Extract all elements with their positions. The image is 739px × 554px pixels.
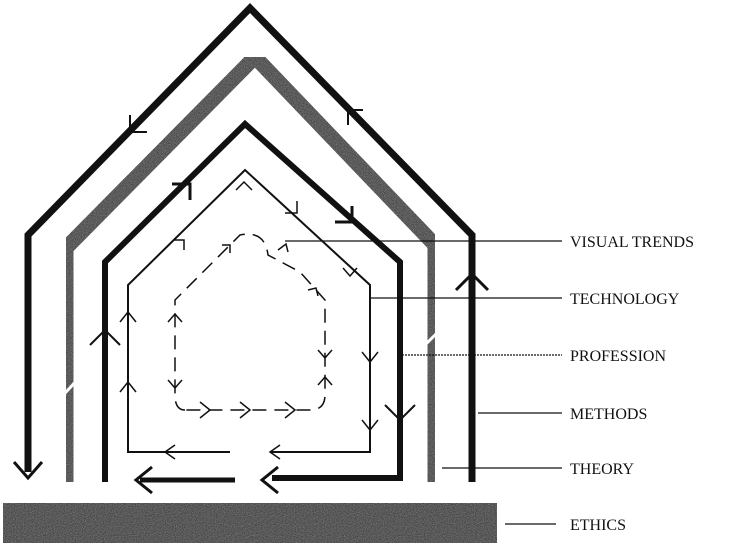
arrow-left-icon [259, 465, 279, 495]
leader-lines [285, 240, 562, 525]
arrow-down-icon [335, 206, 354, 224]
arrow-up-icon [454, 271, 490, 292]
arrow-marks [12, 109, 490, 495]
arrow-down-icon [129, 115, 147, 133]
label-profession: PROFESSION [570, 348, 666, 365]
arrow-down-icon [48, 373, 84, 395]
technology-outline [127, 168, 371, 453]
label-visual-trends: VISUAL TRENDS [570, 234, 694, 251]
profession-outline [102, 119, 403, 482]
arrow-down-icon [384, 404, 416, 422]
label-methods: METHODS [570, 406, 647, 423]
arrow-up-icon [347, 109, 363, 125]
ethics-bar [3, 503, 497, 543]
visual-trends-outline [174, 233, 326, 411]
arrow-left-icon [133, 465, 153, 495]
arrow-up-icon [89, 328, 121, 346]
arrow-up-icon [418, 332, 452, 352]
arrow-right-icon [172, 182, 192, 200]
label-theory: THEORY [570, 461, 634, 478]
methods-outline [58, 46, 443, 482]
label-ethics: ETHICS [570, 517, 626, 534]
label-technology: TECHNOLOGY [570, 291, 680, 308]
theory-outline [24, 2, 476, 482]
inner-arrow-marks [119, 180, 379, 460]
arrow-down-icon [12, 461, 44, 481]
